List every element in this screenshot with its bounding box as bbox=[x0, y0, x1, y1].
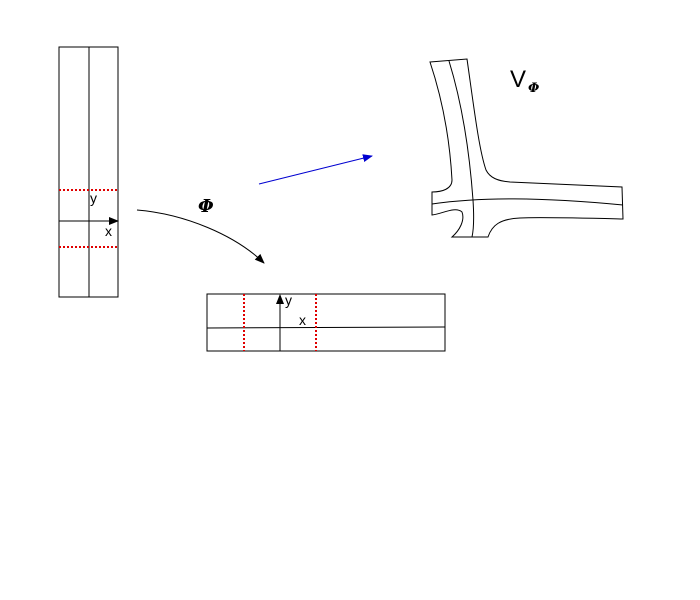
bottom-x-label: x bbox=[299, 312, 306, 328]
phi-label: Φ bbox=[198, 196, 214, 217]
deformed-region-vertical-curve bbox=[448, 60, 475, 238]
left-strip: y x bbox=[58, 46, 119, 298]
left-y-label: y bbox=[90, 190, 97, 206]
bottom-strip-frame bbox=[206, 293, 446, 352]
deformed-region-outline bbox=[429, 58, 624, 238]
phi-map-arrow bbox=[136, 209, 265, 264]
deformed-region-horizontal-curve bbox=[431, 198, 624, 206]
deformed-region: V Φ bbox=[429, 58, 624, 238]
bottom-strip: y x bbox=[206, 292, 446, 352]
left-x-label: x bbox=[105, 223, 112, 239]
region-label-v: V bbox=[510, 66, 526, 93]
bottom-strip-centerline bbox=[206, 326, 446, 329]
region-label-subscript: Φ bbox=[528, 81, 540, 96]
bottom-y-label: y bbox=[285, 292, 292, 308]
blue-arrow bbox=[258, 154, 373, 185]
